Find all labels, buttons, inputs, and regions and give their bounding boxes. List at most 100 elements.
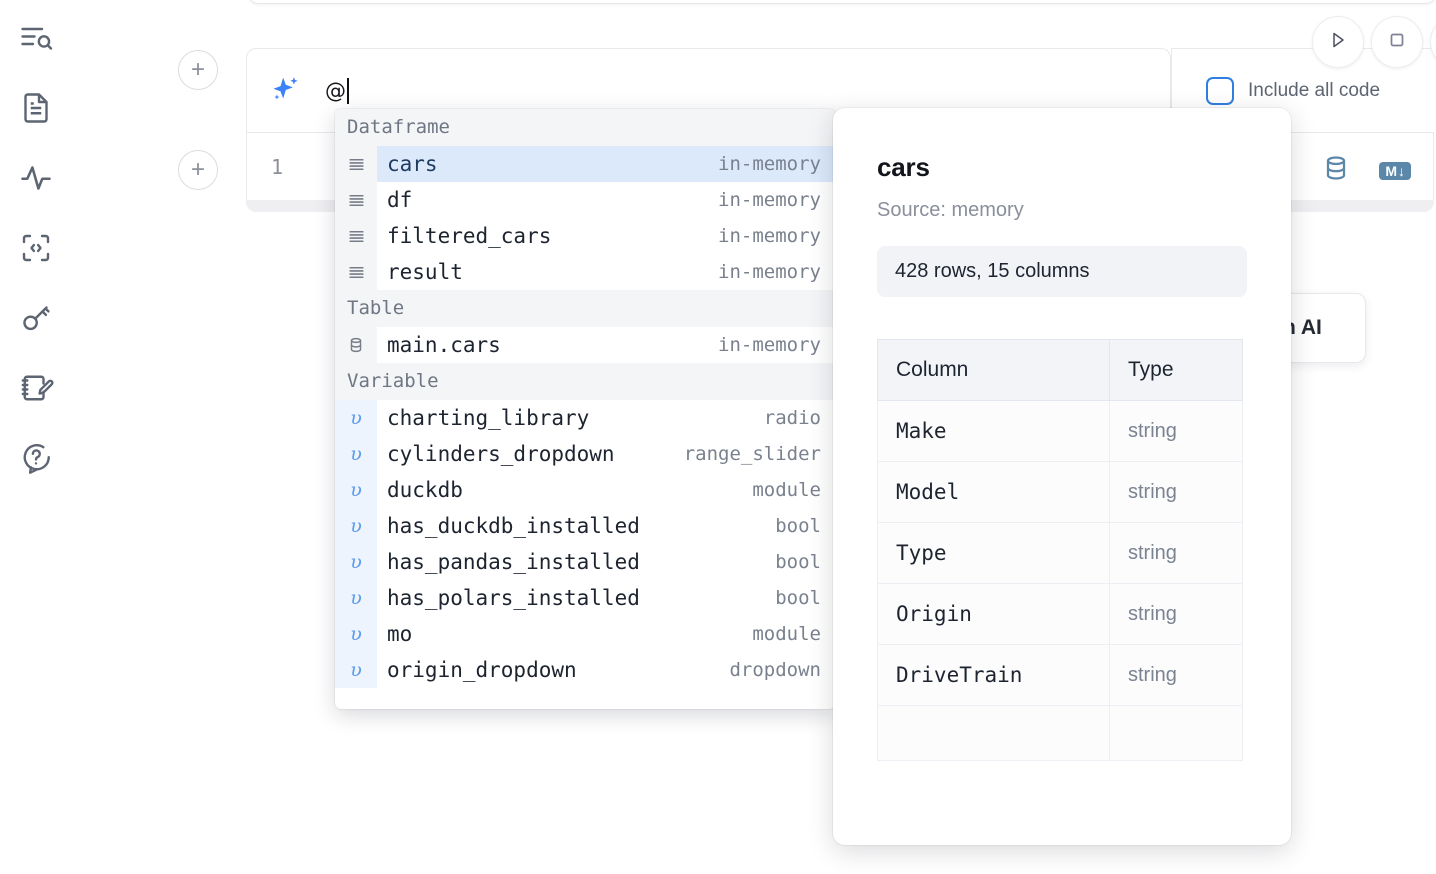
autocomplete-option-label: main.cars — [387, 333, 501, 357]
include-all-code-checkbox[interactable] — [1206, 76, 1234, 105]
column-name: Make — [877, 400, 1110, 462]
autocomplete-option-cars[interactable]: cars in-memory — [335, 146, 835, 182]
autocomplete-option-type: bool — [775, 587, 821, 609]
table-row-partial — [877, 705, 1243, 761]
autocomplete-option-has-pandas-installed[interactable]: υ has_pandas_installed bool — [335, 544, 835, 580]
autocomplete-option-label: mo — [387, 622, 413, 646]
column-name: DriveTrain — [877, 644, 1110, 706]
cell-action-buttons — [1312, 16, 1436, 68]
autocomplete-option-result[interactable]: result in-memory — [335, 254, 835, 290]
activity-icon — [18, 160, 54, 196]
table-row: Make string — [877, 400, 1243, 462]
column-type: string — [1109, 522, 1243, 584]
autocomplete-option-duckdb[interactable]: υ duckdb module — [335, 472, 835, 508]
autocomplete-group-header: Dataframe — [335, 109, 835, 146]
autocomplete-option-label: filtered_cars — [387, 224, 552, 248]
sidebar-item-activity[interactable] — [14, 156, 58, 200]
autocomplete-option-has-duckdb-installed[interactable]: υ has_duckdb_installed bool — [335, 508, 835, 544]
table-row: Type string — [877, 522, 1243, 584]
variable-icon: υ — [335, 436, 377, 472]
markdown-letter: M — [1385, 162, 1397, 179]
autocomplete-option-type: in-memory — [718, 225, 821, 247]
column-name — [877, 705, 1110, 761]
autocomplete-option-label: has_duckdb_installed — [387, 514, 640, 538]
generate-with-ai-label: h AI — [1283, 316, 1322, 339]
stop-cell-button[interactable] — [1371, 16, 1423, 68]
plus-icon: + — [190, 156, 205, 183]
autocomplete-option-label: cylinders_dropdown — [387, 442, 615, 466]
preview-schema-table: Column Type Make string Model string Typ… — [877, 339, 1243, 761]
cell-icon-group: M↓ — [1321, 153, 1411, 188]
sidebar-item-secrets[interactable] — [14, 296, 58, 340]
markdown-icon[interactable]: M↓ — [1379, 161, 1411, 180]
more-actions-button[interactable] — [1430, 16, 1436, 68]
autocomplete-option-type: in-memory — [718, 189, 821, 211]
markdown-arrow: ↓ — [1398, 162, 1405, 179]
variable-icon: υ — [335, 580, 377, 616]
table-row: Origin string — [877, 583, 1243, 645]
variable-icon: υ — [335, 544, 377, 580]
sidebar-item-document[interactable] — [14, 86, 58, 130]
add-cell-button-bottom[interactable]: + — [178, 150, 218, 190]
column-header-type: Type — [1109, 339, 1243, 401]
previous-cell — [248, 0, 1436, 4]
column-name: Type — [877, 522, 1110, 584]
sidebar-item-scratchpad[interactable] — [14, 366, 58, 410]
autocomplete-option-label: has_polars_installed — [387, 586, 640, 610]
sparkles-icon — [269, 74, 303, 108]
at-mention-autocomplete[interactable]: Dataframe cars in-memory df in-memory — [335, 109, 835, 709]
sidebar-item-file-search[interactable] — [14, 16, 58, 60]
autocomplete-option-origin-dropdown[interactable]: υ origin_dropdown dropdown — [335, 652, 835, 688]
variable-icon: υ — [335, 652, 377, 688]
table-header-row: Column Type — [877, 339, 1243, 401]
autocomplete-option-label: cars — [387, 152, 438, 176]
preview-source: Source: memory — [877, 199, 1024, 221]
autocomplete-option-has-polars-installed[interactable]: υ has_polars_installed bool — [335, 580, 835, 616]
add-cell-button-top[interactable]: + — [178, 50, 218, 90]
autocomplete-option-label: origin_dropdown — [387, 658, 577, 682]
autocomplete-option-cylinders-dropdown[interactable]: υ cylinders_dropdown range_slider — [335, 436, 835, 472]
autocomplete-option-type: range_slider — [683, 443, 821, 465]
stop-square-icon — [1385, 28, 1409, 57]
autocomplete-option-filtered-cars[interactable]: filtered_cars in-memory — [335, 218, 835, 254]
autocomplete-option-main-cars[interactable]: main.cars in-memory — [335, 327, 835, 363]
code-brackets-icon — [18, 230, 54, 266]
autocomplete-option-charting-library[interactable]: υ charting_library radio — [335, 400, 835, 436]
line-number: 1 — [271, 155, 284, 179]
dataframe-icon — [335, 254, 377, 290]
run-cell-button[interactable] — [1312, 16, 1364, 68]
include-all-code-row[interactable]: Include all code — [1172, 49, 1436, 132]
table-icon — [335, 327, 377, 363]
scratchpad-icon — [18, 370, 54, 406]
autocomplete-option-type: bool — [775, 551, 821, 573]
dataframe-icon — [335, 218, 377, 254]
variable-icon: υ — [335, 400, 377, 436]
autocomplete-option-type: module — [752, 623, 821, 645]
column-type — [1109, 705, 1243, 761]
autocomplete-option-label: duckdb — [387, 478, 463, 502]
dataframe-preview-panel: cars Source: memory 428 rows, 15 columns… — [833, 108, 1291, 845]
preview-title: cars — [877, 152, 930, 182]
autocomplete-option-label: df — [387, 188, 413, 212]
variable-icon: υ — [335, 472, 377, 508]
autocomplete-option-label: result — [387, 260, 463, 284]
ai-prompt-input[interactable]: @ — [325, 77, 350, 104]
table-row: Model string — [877, 461, 1243, 523]
autocomplete-group-header: Variable — [335, 363, 835, 400]
column-type: string — [1109, 400, 1243, 462]
include-all-code-label: Include all code — [1248, 79, 1381, 101]
autocomplete-option-type: in-memory — [718, 334, 821, 356]
preview-shape: 428 rows, 15 columns — [877, 246, 1247, 297]
autocomplete-option-type: dropdown — [729, 659, 821, 681]
database-icon[interactable] — [1321, 153, 1351, 188]
autocomplete-option-type: module — [752, 479, 821, 501]
autocomplete-option-label: has_pandas_installed — [387, 550, 640, 574]
key-icon — [18, 300, 54, 336]
column-name: Origin — [877, 583, 1110, 645]
autocomplete-option-mo[interactable]: υ mo module — [335, 616, 835, 652]
sidebar-item-help[interactable] — [14, 436, 58, 480]
sidebar-item-snippets[interactable] — [14, 226, 58, 270]
autocomplete-option-df[interactable]: df in-memory — [335, 182, 835, 218]
column-type: string — [1109, 583, 1243, 645]
